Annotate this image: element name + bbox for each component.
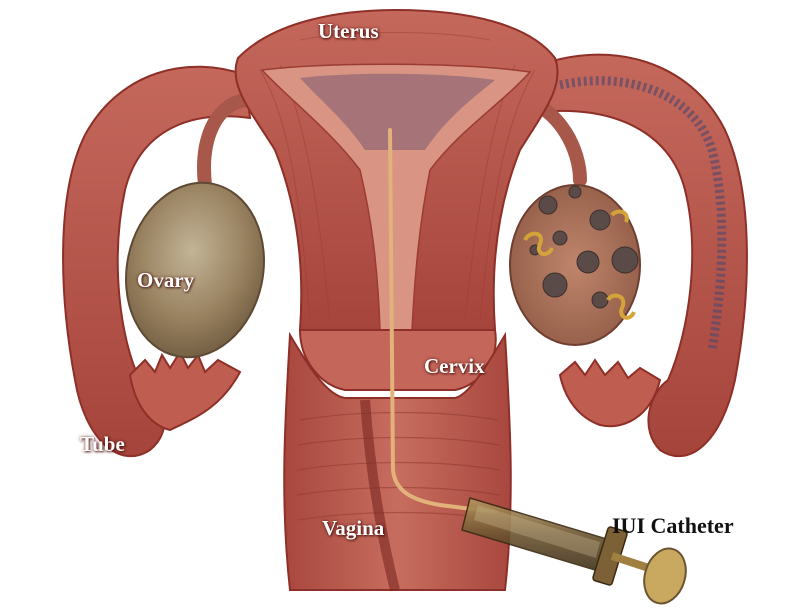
right-fimbriae — [560, 360, 660, 426]
cervix-label: Cervix — [424, 356, 485, 377]
iui-catheter-label: IUI Catheter — [612, 515, 734, 537]
ovary-label: Ovary — [137, 270, 194, 291]
left-ovary — [110, 170, 280, 370]
uterus-label: Uterus — [318, 21, 379, 42]
vagina-label: Vagina — [322, 518, 384, 539]
tube-label: Tube — [80, 434, 125, 455]
